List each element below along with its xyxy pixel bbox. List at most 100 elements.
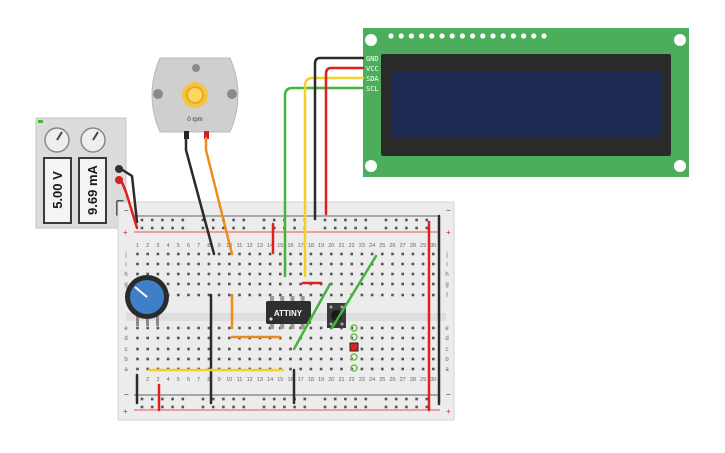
rail-hole[interactable] [323,397,327,401]
rail-hole[interactable] [140,218,144,222]
rail-hole[interactable] [232,397,235,401]
breadboard-hole[interactable] [238,272,241,276]
breadboard-hole[interactable] [197,252,200,256]
rail-hole[interactable] [303,405,307,409]
breadboard-hole[interactable] [330,262,333,266]
breadboard-hole[interactable] [421,272,425,276]
rail-hole[interactable] [232,226,235,230]
breadboard-hole[interactable] [391,282,394,286]
breadboard-hole[interactable] [228,293,231,297]
breadboard-hole[interactable] [248,282,251,286]
breadboard-hole[interactable] [166,347,170,351]
breadboard-hole[interactable] [299,347,302,351]
breadboard-hole[interactable] [258,347,262,351]
breadboard-hole[interactable] [136,367,139,371]
breadboard-hole[interactable] [238,326,241,330]
breadboard-hole[interactable] [248,357,251,361]
breadboard-hole[interactable] [217,293,221,297]
breadboard-hole[interactable] [136,326,139,330]
rail-hole[interactable] [405,397,408,401]
breadboard-hole[interactable] [360,262,364,266]
breadboard-hole[interactable] [370,293,374,297]
rail-hole[interactable] [415,226,418,230]
breadboard-hole[interactable] [391,272,394,276]
wire-lcd-vcc[interactable] [324,66,365,216]
breadboard-hole[interactable] [319,262,323,266]
breadboard-hole[interactable] [197,336,200,340]
breadboard-hole[interactable] [268,262,272,266]
breadboard-hole[interactable] [156,262,160,266]
breadboard-hole[interactable] [187,252,190,256]
breadboard-hole[interactable] [217,347,221,351]
breadboard-hole[interactable] [258,282,262,286]
rail-hole[interactable] [344,397,347,401]
breadboard-hole[interactable] [411,336,415,340]
attiny-chip[interactable]: ATTINY [266,296,311,329]
breadboard-hole[interactable] [401,252,404,256]
breadboard-hole[interactable] [258,272,262,276]
breadboard-hole[interactable] [370,336,374,340]
rail-hole[interactable] [222,405,225,409]
rail-hole[interactable] [293,405,296,409]
breadboard-hole[interactable] [340,272,343,276]
breadboard-hole[interactable] [228,347,231,351]
breadboard-hole[interactable] [156,326,160,330]
breadboard-hole[interactable] [248,272,251,276]
rail-hole[interactable] [211,226,215,230]
breadboard-hole[interactable] [309,336,313,340]
rail-hole[interactable] [333,226,337,230]
breadboard-hole[interactable] [319,357,323,361]
rail-hole[interactable] [354,405,357,409]
led-component[interactable] [349,324,359,372]
breadboard-hole[interactable] [207,252,211,256]
breadboard-hole[interactable] [381,282,384,286]
rail-hole[interactable] [364,226,368,230]
breadboard-hole[interactable] [248,293,251,297]
breadboard-hole[interactable] [330,293,333,297]
breadboard-hole[interactable] [146,367,149,371]
rail-hole[interactable] [354,218,357,222]
breadboard-hole[interactable] [319,272,323,276]
breadboard-hole[interactable] [156,252,160,256]
breadboard-hole[interactable] [360,293,364,297]
breadboard-hole[interactable] [411,326,415,330]
rail-hole[interactable] [405,218,408,222]
breadboard-hole[interactable] [289,293,292,297]
rail-hole[interactable] [415,218,418,222]
breadboard-hole[interactable] [156,357,160,361]
breadboard-hole[interactable] [391,347,394,351]
breadboard-hole[interactable] [177,293,180,297]
breadboard-hole[interactable] [411,367,415,371]
breadboard-hole[interactable] [401,326,404,330]
breadboard-hole[interactable] [299,282,302,286]
breadboard-hole[interactable] [401,282,404,286]
breadboard-hole[interactable] [166,326,170,330]
breadboard-hole[interactable] [207,357,211,361]
rail-hole[interactable] [364,397,368,401]
breadboard-hole[interactable] [391,367,394,371]
breadboard-hole[interactable] [177,252,180,256]
breadboard-hole[interactable] [248,252,251,256]
breadboard-hole[interactable] [289,262,292,266]
breadboard-hole[interactable] [156,336,160,340]
breadboard-hole[interactable] [340,367,343,371]
breadboard-hole[interactable] [401,272,404,276]
breadboard-hole[interactable] [268,282,272,286]
breadboard-hole[interactable] [279,293,282,297]
rail-hole[interactable] [394,405,398,409]
rail-hole[interactable] [425,226,429,230]
breadboard-hole[interactable] [432,347,435,351]
rail-hole[interactable] [333,397,337,401]
rail-hole[interactable] [201,405,205,409]
breadboard-hole[interactable] [421,293,425,297]
breadboard-hole[interactable] [187,293,190,297]
breadboard-hole[interactable] [258,293,262,297]
breadboard-hole[interactable] [309,357,313,361]
rail-hole[interactable] [415,405,418,409]
breadboard-hole[interactable] [330,367,333,371]
breadboard-hole[interactable] [340,336,343,340]
breadboard-hole[interactable] [146,357,149,361]
breadboard-hole[interactable] [279,262,282,266]
rail-hole[interactable] [211,397,215,401]
wire-lcd-scl[interactable] [283,86,365,278]
